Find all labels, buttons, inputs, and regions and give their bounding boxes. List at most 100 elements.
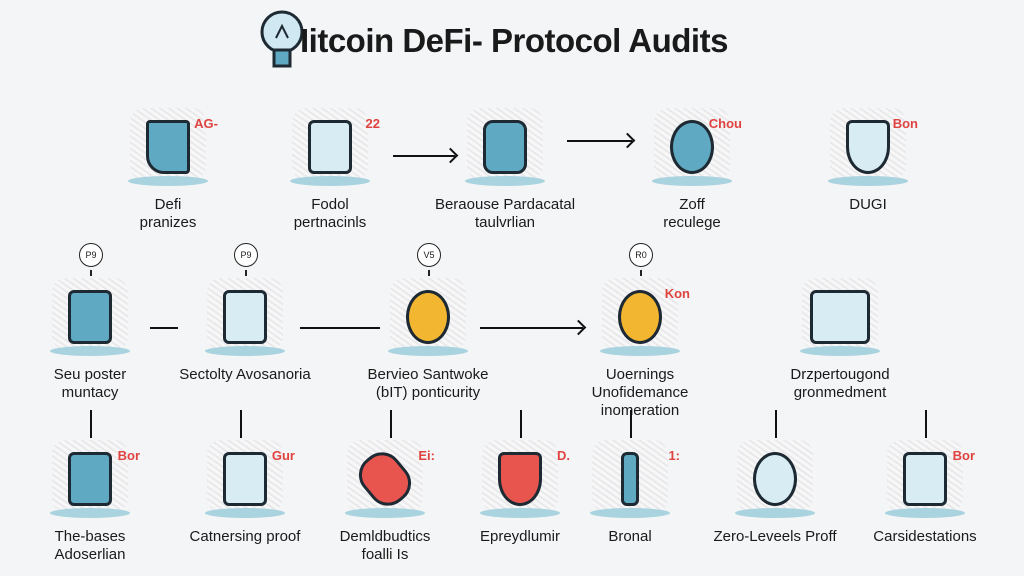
train-icon bbox=[463, 108, 547, 188]
node-label: Epreydlumir bbox=[440, 528, 600, 546]
node-tag: Bon bbox=[892, 116, 918, 131]
node-label-line: The-bases bbox=[54, 528, 126, 545]
arrow-connector bbox=[567, 140, 632, 142]
map-icon: Bor bbox=[883, 440, 975, 520]
node-tag: Ei: bbox=[418, 448, 435, 463]
lightbulb-icon bbox=[258, 8, 306, 76]
node-label-line: taulvrlian bbox=[474, 214, 536, 231]
blob-icon: Chou bbox=[650, 108, 742, 188]
shield-badge-icon: D. bbox=[478, 440, 570, 520]
diagram-node: 1: Bronal bbox=[550, 440, 710, 546]
page-title: Iitcoin DeFi- Protocol Audits bbox=[300, 22, 728, 59]
step-badge: R0 bbox=[629, 243, 653, 276]
node-label-line: muntacy bbox=[61, 384, 119, 401]
node-label-line: (bIT) ponticurity bbox=[375, 384, 481, 401]
step-badge: V5 bbox=[417, 243, 441, 276]
step-badge: P9 bbox=[79, 243, 103, 276]
node-label: Bervieo Santwoke(bIT) ponticurity bbox=[348, 366, 508, 402]
capsule-icon: Ei: bbox=[343, 440, 435, 520]
line-connector bbox=[240, 410, 242, 438]
sign-icon bbox=[203, 278, 287, 358]
diagram-node: Sectolty Avosanoria bbox=[165, 278, 325, 384]
line-connector bbox=[520, 410, 522, 438]
node-tag: Kon bbox=[664, 286, 690, 301]
node-label-line: Bronal bbox=[608, 528, 652, 545]
node-tag: AG- bbox=[194, 116, 218, 131]
node-label-line: DUGI bbox=[849, 196, 887, 213]
line-connector bbox=[775, 410, 777, 438]
bowl-icon bbox=[733, 440, 817, 520]
node-label: Bronal bbox=[550, 528, 710, 546]
step-badge: P9 bbox=[234, 243, 258, 276]
node-label-line: foalli Is bbox=[361, 546, 409, 563]
node-tag: Bor bbox=[952, 448, 975, 463]
line-connector bbox=[150, 327, 178, 329]
node-tag: D. bbox=[557, 448, 570, 463]
node-tag: 1: bbox=[668, 448, 680, 463]
node-label-line: Fodol bbox=[311, 196, 349, 213]
node-label-line: Zero-Leveels Proff bbox=[713, 528, 837, 545]
node-label-line: Demldbudtics bbox=[339, 528, 431, 545]
node-label-line: Zoff bbox=[679, 196, 705, 213]
node-label-line: Bervieo Santwoke bbox=[367, 366, 489, 383]
node-tag: Gur bbox=[271, 448, 295, 463]
node-label: Catnersing proof bbox=[165, 528, 325, 546]
line-connector bbox=[390, 410, 392, 438]
node-label-line: reculege bbox=[663, 214, 721, 231]
node-tag: 22 bbox=[365, 116, 380, 131]
node-label-line: Defi bbox=[154, 196, 182, 213]
node-label-line: gronmedment bbox=[793, 384, 887, 401]
node-label: Zero-Leveels Proff bbox=[695, 528, 855, 546]
coin-icon bbox=[386, 278, 470, 358]
scanner-icon: 22 bbox=[288, 108, 380, 188]
shield-icon: Bon bbox=[826, 108, 918, 188]
node-label: Sectolty Avosanoria bbox=[165, 366, 325, 384]
node-label-line: Drzpertougond bbox=[790, 366, 890, 383]
node-label-line: inomeration bbox=[600, 402, 680, 419]
node-label-line: Beraouse Pardacatal bbox=[434, 196, 576, 213]
globe-icon: Kon bbox=[598, 278, 690, 358]
diagram-node: Bervieo Santwoke(bIT) ponticurity bbox=[348, 278, 508, 402]
node-label-line: Carsidestations bbox=[873, 528, 977, 545]
node-label-line: pranizes bbox=[139, 214, 197, 231]
line-connector bbox=[90, 410, 92, 438]
arrow-connector bbox=[393, 155, 455, 157]
node-label-line: pertnacinls bbox=[293, 214, 367, 231]
node-tag: Bor bbox=[117, 448, 140, 463]
node-label-line: Adoserlian bbox=[54, 546, 126, 563]
post-icon: 1: bbox=[588, 440, 680, 520]
node-label-line: Catnersing proof bbox=[189, 528, 301, 545]
node-label: DUGI bbox=[788, 196, 948, 214]
line-connector bbox=[925, 410, 927, 438]
network-icon bbox=[798, 278, 882, 358]
diagram-node: Zero-Leveels Proff bbox=[695, 440, 855, 546]
line-connector bbox=[630, 410, 632, 438]
arrow-connector bbox=[480, 327, 583, 329]
node-label: Carsidestations bbox=[845, 528, 1005, 546]
node-tag: Chou bbox=[708, 116, 742, 131]
warning-sign-icon: Gur bbox=[203, 440, 295, 520]
boot-icon: AG- bbox=[126, 108, 218, 188]
line-connector bbox=[300, 327, 380, 329]
node-label-line: Epreydlumir bbox=[479, 528, 561, 545]
diagram-node: D. Epreydlumir bbox=[440, 440, 600, 546]
cloth-icon: Bor bbox=[48, 440, 140, 520]
